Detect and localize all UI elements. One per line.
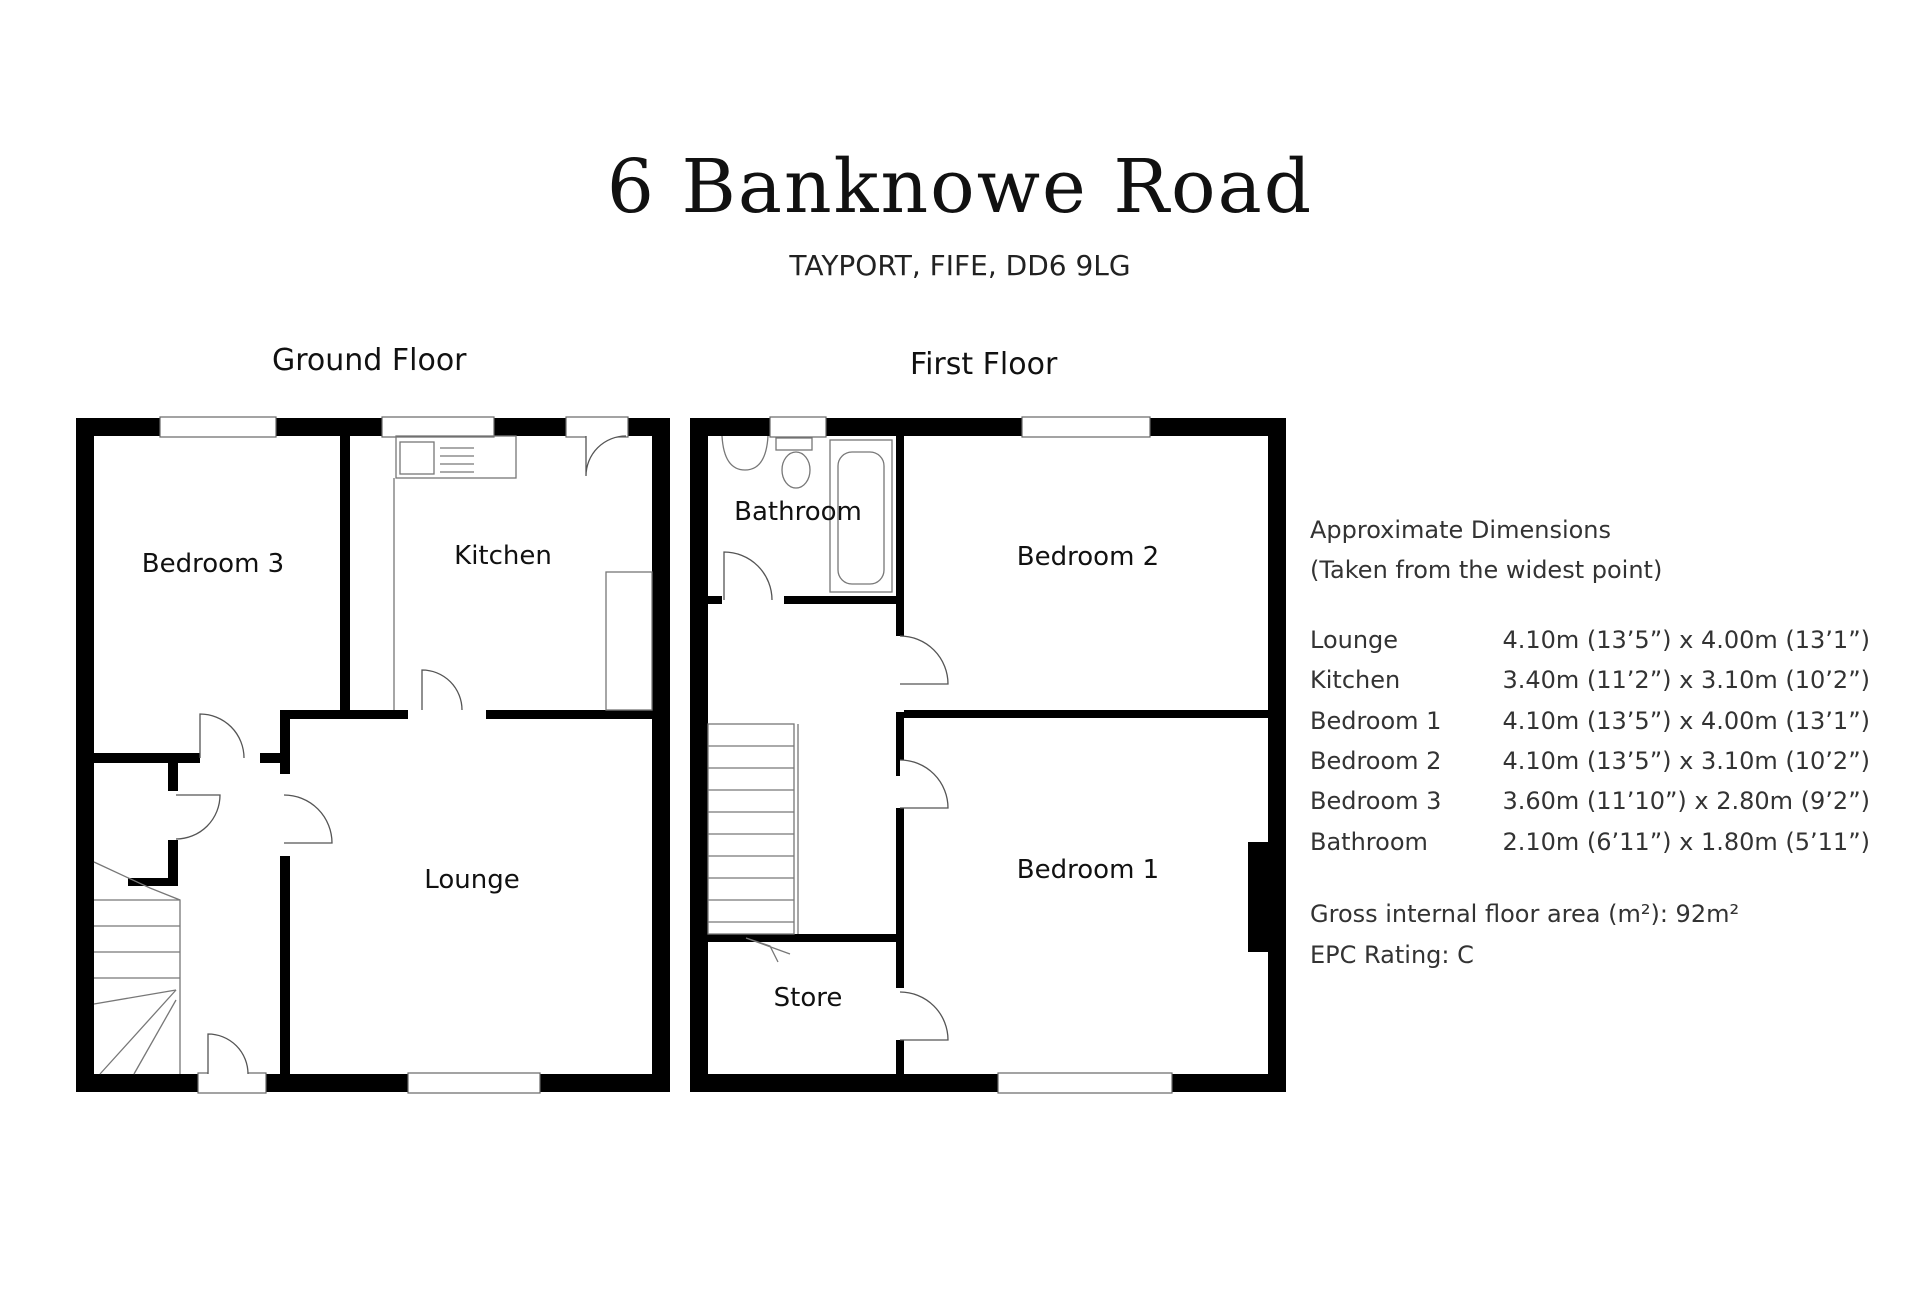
dimension-row: Kitchen 3.40m (11’2”) x 3.10m (10’2”) (1310, 660, 1870, 700)
dimension-room-size: 4.10m (13’5”) x 3.10m (10’2”) (1502, 747, 1870, 776)
window-bathroom (769, 416, 827, 438)
dimension-row: Bathroom 2.10m (6’11”) x 1.80m (5’11”) (1310, 821, 1870, 861)
dimension-room-size: 4.10m (13’5”) x 4.00m (13’1”) (1502, 626, 1870, 655)
door-bedroom3 (199, 713, 245, 759)
dimension-room-name: Kitchen (1310, 666, 1401, 695)
door-bedroom1 (899, 759, 949, 809)
dimensions-table: Lounge 4.10m (13’5”) x 4.00m (13’1”) Kitch… (1310, 620, 1870, 862)
dimension-room-size: 3.40m (11’2”) x 3.10m (10’2”) (1502, 666, 1870, 695)
door-store (899, 991, 949, 1041)
door-front (207, 1033, 249, 1075)
window-kitchen (381, 416, 495, 438)
window-bedroom2 (1021, 416, 1151, 438)
room-label-store: Store (774, 983, 843, 1013)
dimensions-heading: Approximate Dimensions (1310, 516, 1612, 544)
door-cupboard (175, 794, 221, 840)
back-door-opening (565, 416, 629, 438)
door-bathroom (723, 551, 773, 601)
window-bedroom3 (159, 416, 277, 438)
room-label-bedroom1: Bedroom 1 (1017, 855, 1159, 885)
front-door-opening (197, 1072, 267, 1094)
dimension-row: Bedroom 1 4.10m (13’5”) x 4.00m (13’1”) (1310, 701, 1870, 741)
door-lounge (283, 794, 333, 844)
room-label-bathroom: Bathroom (734, 497, 862, 527)
dimension-row: Bedroom 3 3.60m (11’10”) x 2.80m (9’2”) (1310, 781, 1870, 821)
dimension-row: Bedroom 2 4.10m (13’5”) x 3.10m (10’2”) (1310, 741, 1870, 781)
door-kitchen (421, 669, 463, 711)
gross-area: Gross internal floor area (m²): 92m² (1310, 899, 1740, 928)
door-back (585, 435, 627, 477)
first-floor-plan: Bathroom Bedroom 2 Bedroom 1 Store (690, 416, 1286, 1094)
dimension-room-size: 2.10m (6’11”) x 1.80m (5’11”) (1502, 827, 1870, 856)
room-label-bedroom2: Bedroom 2 (1017, 542, 1159, 572)
room-label-kitchen: Kitchen (454, 541, 552, 571)
dimension-room-name: Bathroom (1310, 827, 1428, 856)
room-label-lounge: Lounge (424, 865, 519, 895)
ground-floor-plan: Bedroom 3 Kitchen Lounge (76, 416, 670, 1094)
first-floor-label: First Floor (910, 347, 1058, 382)
ground-stairs (93, 861, 181, 1075)
room-label-bedroom3: Bedroom 3 (142, 549, 284, 579)
store-hatch (745, 937, 791, 963)
door-bedroom2 (899, 635, 949, 685)
dimensions-panel: Approximate Dimensions (Taken from the w… (1310, 510, 1870, 976)
window-bedroom1 (997, 1072, 1173, 1094)
dimension-room-name: Bedroom 3 (1310, 787, 1442, 816)
dimension-room-size: 4.10m (13’5”) x 4.00m (13’1”) (1502, 706, 1870, 735)
dimension-room-name: Bedroom 1 (1310, 706, 1442, 735)
first-stairs (707, 723, 799, 935)
window-lounge (407, 1072, 541, 1094)
epc-rating: EPC Rating: C (1310, 940, 1474, 969)
ground-floor-label: Ground Floor (272, 343, 467, 378)
dimension-room-name: Bedroom 2 (1310, 747, 1442, 776)
property-address: TAYPORT, FIFE, DD6 9LG (789, 249, 1131, 282)
dimensions-note: (Taken from the widest point) (1310, 556, 1663, 584)
dimension-room-size: 3.60m (11’10”) x 2.80m (9’2”) (1502, 787, 1870, 816)
property-title: 6 Banknowe Road (606, 144, 1314, 230)
dimension-room-name: Lounge (1310, 626, 1399, 655)
dimension-row: Lounge 4.10m (13’5”) x 4.00m (13’1”) (1310, 620, 1870, 660)
